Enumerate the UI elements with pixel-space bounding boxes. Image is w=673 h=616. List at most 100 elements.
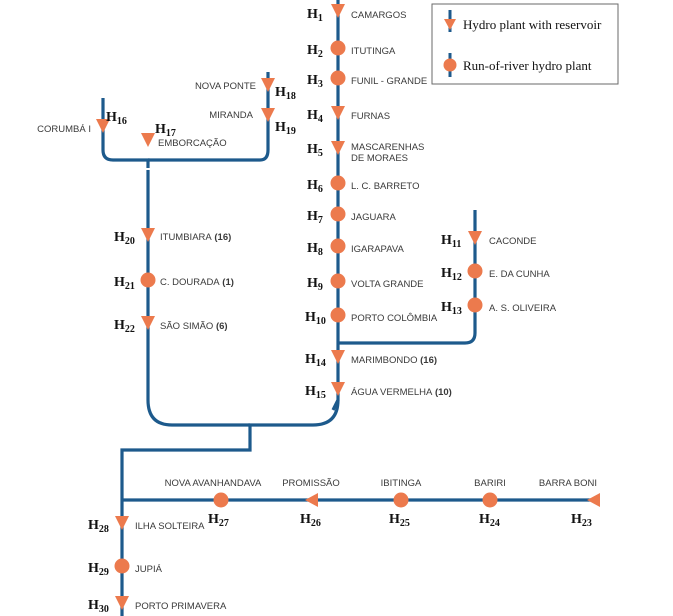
plant-name-text: BARRA BONI [539, 478, 597, 489]
plant-code-letter: H [307, 73, 318, 88]
plant-code-letter: H [307, 142, 318, 157]
plant-name-h4: FURNAS [351, 111, 390, 122]
plant-marker-h8-run-of-river [330, 238, 346, 254]
plant-name-text: MARIMBONDO [351, 355, 418, 366]
plant-marker-h21-run-of-river [140, 272, 156, 288]
plant-code-h3: H3 [307, 73, 323, 90]
plant-name-h20: ITUMBIARA (16) [160, 232, 231, 243]
plant-marker-h5-reservoir [331, 141, 345, 155]
plant-unit-count: (6) [213, 321, 227, 332]
plant-name-text: MASCARENHAS [351, 142, 424, 153]
plant-code-number: 23 [582, 518, 592, 529]
plant-name-h26: PROMISSÃO [282, 478, 340, 489]
plant-name-h21: C. DOURADA (1) [160, 277, 234, 288]
plant-marker-h1-reservoir [331, 4, 345, 18]
plant-code-h11: H11 [441, 233, 461, 250]
plant-code-letter: H [305, 352, 316, 367]
plant-name-text: ITUMBIARA [160, 232, 212, 243]
plant-code-number: 8 [318, 247, 323, 258]
legend-runofriver-icon [443, 58, 457, 72]
plant-code-number: 5 [318, 148, 323, 159]
plant-code-letter: H [88, 518, 99, 533]
plant-marker-h22-reservoir [141, 316, 155, 330]
plant-name-text: PROMISSÃO [282, 478, 340, 489]
plant-marker-h27-run-of-river [213, 492, 229, 508]
plant-code-number: 10 [316, 316, 326, 327]
plant-code-h19: H19 [275, 120, 296, 137]
river-lines [101, 0, 597, 616]
plant-name-h11: CACONDE [489, 236, 537, 247]
plant-marker-h13-run-of-river [467, 297, 483, 313]
plant-code-letter: H [305, 310, 316, 325]
plant-name-h14: MARIMBONDO (16) [351, 355, 437, 366]
plant-code-number: 15 [316, 390, 326, 401]
plant-code-h27: H27 [208, 512, 229, 529]
plant-code-h28: H28 [88, 518, 109, 535]
river-segment-3 [146, 170, 250, 427]
plant-code-number: 20 [125, 236, 135, 247]
river-segment-2 [120, 399, 340, 616]
plant-name-text: JUPIÁ [135, 564, 163, 575]
plant-code-h16: H16 [106, 110, 127, 127]
plant-code-letter: H [114, 275, 125, 290]
plant-name-h24: BARIRI [474, 478, 506, 489]
plant-marker-h3-run-of-river [330, 70, 346, 86]
plant-name-text: CACONDE [489, 236, 537, 247]
plant-code-letter: H [114, 318, 125, 333]
legend-reservoir-label: Hydro plant with reservoir [463, 17, 602, 32]
plant-code-number: 12 [452, 272, 462, 283]
plant-name-h23: BARRA BONI [539, 478, 597, 489]
plant-code-number: 11 [452, 239, 461, 250]
plant-code-letter: H [307, 241, 318, 256]
plant-code-letter: H [307, 43, 318, 58]
plant-name-h18: NOVA PONTE [195, 81, 256, 92]
plant-code-number: 28 [99, 524, 109, 535]
plant-name-text: NOVA PONTE [195, 81, 256, 92]
plant-markers [96, 4, 600, 610]
plant-name-text: IGARAPAVA [351, 244, 404, 255]
plant-name-h29: JUPIÁ [135, 564, 163, 575]
plant-name-h3: FUNIL - GRANDE [351, 76, 427, 87]
plant-marker-h4-reservoir [331, 106, 345, 120]
plant-code-letter: H [114, 230, 125, 245]
plant-code-h22: H22 [114, 318, 135, 335]
plant-name-h13: A. S. OLIVEIRA [489, 303, 557, 314]
plant-code-h25: H25 [389, 512, 410, 529]
legend-runofriver-label: Run-of-river hydro plant [463, 58, 592, 73]
plant-code-number: 3 [318, 79, 323, 90]
plant-code-h6: H6 [307, 178, 323, 195]
plant-code-letter: H [88, 561, 99, 576]
plant-marker-h10-run-of-river [330, 307, 346, 323]
plant-code-number: 9 [318, 282, 323, 293]
plant-code-h2: H2 [307, 43, 323, 60]
plant-name-h12: E. DA CUNHA [489, 269, 550, 280]
plant-code-h5: H5 [307, 142, 323, 159]
plant-unit-count: (16) [212, 232, 232, 243]
plant-name-h9: VOLTA GRANDE [351, 279, 424, 290]
plant-name-text: CORUMBÁ I [37, 124, 91, 135]
plant-unit-count: (16) [418, 355, 438, 366]
plant-code-h4: H4 [307, 108, 323, 125]
plant-marker-h26-reservoir [305, 493, 318, 507]
plant-code-letter: H [275, 120, 286, 135]
plant-code-number: 7 [318, 215, 323, 226]
plant-unit-count: (1) [220, 277, 234, 288]
plant-code-number: 1 [318, 13, 323, 24]
plant-name-h6: L. C. BARRETO [351, 181, 419, 192]
plant-code-number: 6 [318, 184, 323, 195]
plant-code-number: 13 [452, 306, 462, 317]
plant-name-text: ILHA SOLTEIRA [135, 521, 205, 532]
plant-name-h15: ÁGUA VERMELHA (10) [351, 387, 452, 398]
plant-name-text: ÁGUA VERMELHA [351, 387, 433, 398]
plant-code-h13: H13 [441, 300, 462, 317]
plant-marker-h11-reservoir [468, 231, 482, 245]
plant-code-h24: H24 [479, 512, 500, 529]
plant-code-letter: H [479, 512, 490, 527]
plant-code-letter: H [106, 110, 117, 125]
plant-code-letter: H [389, 512, 400, 527]
plant-name-text: MIRANDA [209, 110, 253, 121]
plant-code-h14: H14 [305, 352, 326, 369]
plant-name-h8: IGARAPAVA [351, 244, 404, 255]
plant-code-number: 24 [490, 518, 500, 529]
plant-code-letter: H [307, 276, 318, 291]
